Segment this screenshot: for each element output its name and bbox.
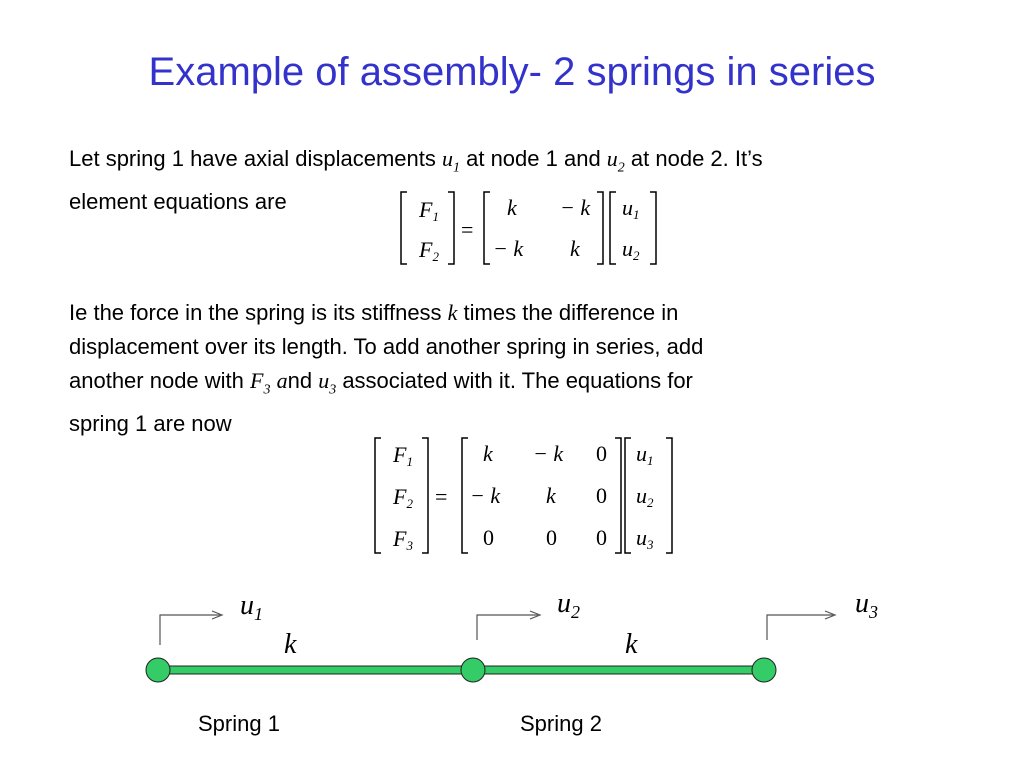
eq2-m21: − k: [470, 483, 501, 508]
spring1-label: Spring 1: [198, 711, 280, 736]
eq2-m33: 0: [596, 525, 607, 550]
equation2-brackets: [374, 437, 673, 554]
intro-line-2: element equations are: [69, 189, 287, 215]
eq2-lhs-right-bracket: [422, 437, 429, 554]
eq2-rhs-right-bracket: [666, 437, 673, 554]
u1-arrow-icon: [159, 614, 220, 645]
eq1-m21: − k: [493, 236, 524, 261]
eq2-equals: =: [435, 484, 447, 509]
eq1-lhs-left-bracket: [400, 191, 407, 265]
intro-text-3: at node 2. It’s: [624, 146, 763, 171]
u3-arrowhead-icon: [824, 610, 837, 620]
eq2-lhs-1: F1: [392, 442, 413, 469]
eq2-lhs-3: F3: [392, 526, 413, 553]
eq1-m11: k: [507, 195, 518, 220]
intro-paragraph: Let spring 1 have axial displacements u1…: [69, 142, 763, 219]
explain-line-3: another node with F3 and u3 associated w…: [69, 368, 693, 398]
spring2-stiffness-label: k: [625, 629, 638, 660]
eq2-rhs-left-bracket: [624, 437, 631, 554]
node-1: [145, 657, 171, 683]
eq2-rhs-3: u3: [636, 525, 654, 552]
eq2-rhs-2: u2: [636, 483, 654, 510]
eq1-rhs-2: u2: [622, 236, 640, 263]
u3-symbol: u3: [318, 368, 337, 398]
eq2-m32: 0: [546, 525, 557, 550]
u2-symbol: u2: [606, 146, 625, 176]
u2-label: u2: [557, 588, 580, 622]
eq1-m12: − k: [560, 195, 591, 220]
spring2-label: Spring 2: [520, 711, 602, 736]
eq2-m11: k: [483, 441, 494, 466]
intro-text-1: Let spring 1 have axial displacements: [69, 146, 442, 171]
intro-text-2: at node 1 and: [460, 146, 607, 171]
u2-arrow-icon: [476, 614, 538, 640]
eq2-m31: 0: [483, 525, 494, 550]
eq2-lhs-left-bracket: [374, 437, 381, 554]
eq1-equals: =: [461, 217, 473, 242]
node-2: [460, 657, 486, 683]
eq2-rhs-1: u1: [636, 441, 654, 468]
explanation-paragraph: Ie the force in the spring is its stiffn…: [69, 296, 703, 441]
intro-line-1: Let spring 1 have axial displacements u1…: [69, 142, 763, 185]
node-3: [751, 657, 777, 683]
eq1-matrix-left-bracket: [483, 191, 490, 265]
explain-line-4: spring 1 are now: [69, 411, 232, 437]
displacement-arrows: [159, 610, 837, 645]
eq2-m23: 0: [596, 483, 607, 508]
eq1-lhs-1: F1: [418, 197, 439, 224]
u1-symbol: u1: [442, 146, 460, 176]
eq2-m13: 0: [596, 441, 607, 466]
eq1-rhs-1: u1: [622, 195, 640, 222]
explain-line-1: Ie the force in the spring is its stiffn…: [69, 300, 679, 325]
eq2-matrix-right-bracket: [615, 437, 622, 554]
eq1-rhs-right-bracket: [650, 191, 657, 265]
page-title: Example of assembly- 2 springs in series: [148, 50, 876, 94]
eq1-m22: k: [570, 236, 581, 261]
k-symbol: k: [447, 300, 458, 325]
eq2-m12: − k: [533, 441, 564, 466]
u2-arrowhead-icon: [529, 610, 542, 620]
eq2-m22: k: [546, 483, 557, 508]
u3-arrow-icon: [766, 614, 833, 640]
eq1-lhs-right-bracket: [448, 191, 455, 265]
eq1-rhs-left-bracket: [609, 191, 616, 265]
explain-line-2: displacement over its length. To add ano…: [69, 334, 704, 359]
f3-symbol: F3: [250, 368, 271, 398]
u1-label: u1: [240, 590, 263, 624]
eq1-lhs-2: F2: [418, 237, 439, 264]
eq1-matrix-right-bracket: [597, 191, 604, 265]
eq2-matrix-left-bracket: [461, 437, 468, 554]
eq2-lhs-2: F2: [392, 484, 413, 511]
spring1-stiffness-label: k: [284, 629, 297, 660]
u3-label: u3: [855, 588, 878, 622]
u1-arrowhead-icon: [211, 610, 224, 620]
equation1-brackets: [400, 191, 657, 265]
